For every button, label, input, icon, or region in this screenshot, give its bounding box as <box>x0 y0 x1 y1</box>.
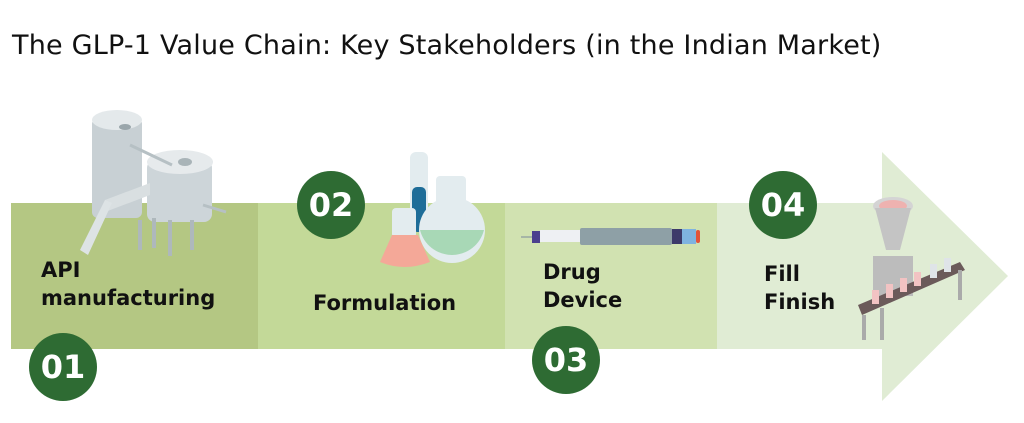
stage-1-label-line2: manufacturing <box>41 286 216 310</box>
stage-3-label: Drug Device <box>543 258 622 314</box>
stage-3-band <box>505 203 717 349</box>
stage-2-label: Formulation <box>313 291 457 315</box>
page-title: The GLP-1 Value Chain: Key Stakeholders … <box>12 30 882 61</box>
stage-1-label: API manufacturing <box>41 256 215 312</box>
stage-1-label-line1: API <box>41 258 81 282</box>
stage-3-label-line1: Drug <box>543 260 601 284</box>
industrial-tanks-icon <box>80 110 227 256</box>
stage-1-number-badge: 01 <box>29 333 97 401</box>
stage-3-label-line2: Device <box>543 288 623 312</box>
stage-1-band <box>11 203 258 349</box>
stage-3-number-badge: 03 <box>532 326 600 394</box>
stage-4-label-line2: Finish <box>764 290 836 314</box>
injection-pen-icon <box>521 228 700 245</box>
stage-4-number-badge: 04 <box>749 171 817 239</box>
stage-4-label-line1: Fill <box>764 262 800 286</box>
lab-flasks-icon <box>380 152 485 267</box>
stage-4-label: Fill Finish <box>764 260 835 316</box>
filling-machine-icon <box>858 197 965 340</box>
stage-2-number-badge: 02 <box>297 171 365 239</box>
